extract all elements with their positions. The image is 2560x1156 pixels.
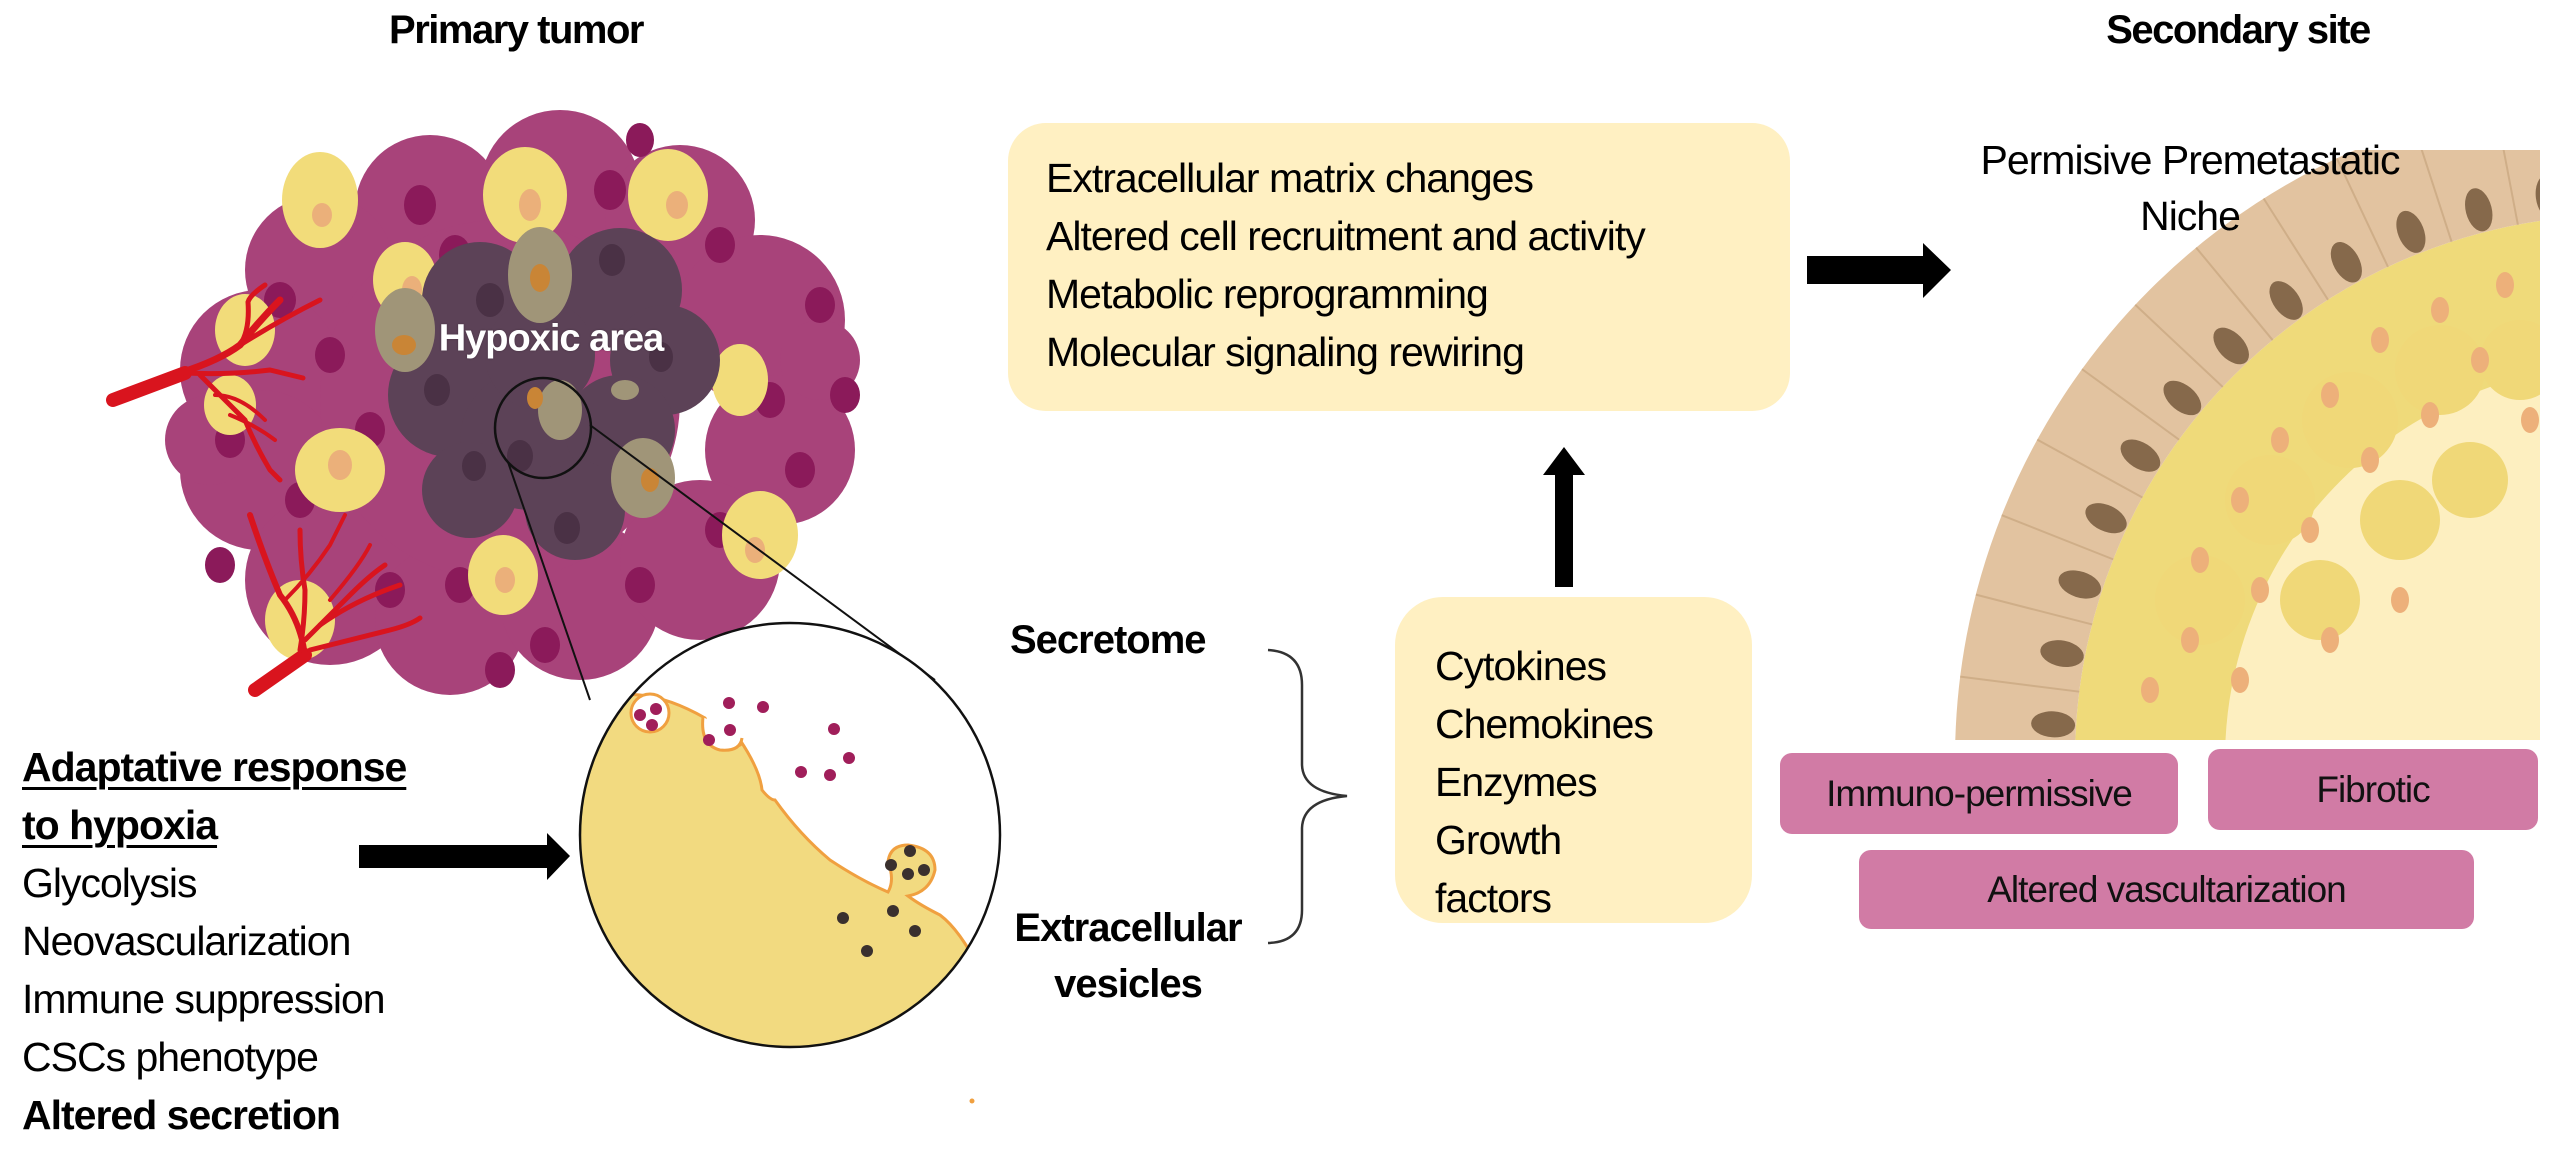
epithelial-cell-border xyxy=(2001,514,2114,561)
epithelial-nucleus xyxy=(2058,570,2102,599)
secondary-site-title: Secondary site xyxy=(2106,8,2371,52)
factor-item: Enzymes xyxy=(1435,759,1598,805)
premetastatic-niche-label: Permisive Premetastatic Niche xyxy=(1980,132,2400,244)
effect-item: Molecular signaling rewiring xyxy=(1046,329,1525,375)
secreted-factors xyxy=(634,697,855,781)
epithelial-nucleus xyxy=(2040,640,2084,667)
feature-fibrotic: Fibrotic xyxy=(2208,749,2538,830)
niche-label-line1: Permisive Premetastatic xyxy=(1980,137,2400,183)
epithelial-cell-border xyxy=(1960,675,2080,693)
premetastatic-niche-tissue xyxy=(1955,150,2540,740)
epithelial-nucleus xyxy=(2396,210,2426,253)
primary-tumor-illustration xyxy=(106,110,936,701)
arrow-up-to-effects xyxy=(1543,447,1585,587)
effect-item: Metabolic reprogramming xyxy=(1046,271,1489,317)
zoom-indicator xyxy=(493,376,936,701)
niche-effects-box: Extracellular matrix changes Altered cel… xyxy=(1008,123,1790,411)
niche-label-line2: Niche xyxy=(2140,193,2241,239)
effect-item: Extracellular matrix changes xyxy=(1046,155,1534,201)
epithelial-nucleus xyxy=(2120,439,2161,472)
feature-altered-vascularization: Altered vascultarization xyxy=(1859,850,2474,929)
extracellular-vesicles-label: Extracellular vesicles xyxy=(1003,900,1253,1012)
adaptive-item: Glycolysis xyxy=(22,860,198,906)
adaptive-item: Neovascularization xyxy=(22,918,351,964)
epithelial-cell-border xyxy=(2262,197,2329,301)
arrow-right-to-membrane xyxy=(359,833,570,880)
epithelial-cell-border xyxy=(2335,157,2389,268)
epithelial-nucleus xyxy=(2213,327,2249,365)
factor-item: Chemokines xyxy=(1435,701,1654,747)
adaptive-item: Immune suppression xyxy=(22,976,386,1022)
hypoxic-region xyxy=(375,227,720,560)
epithelial-cell-border xyxy=(2134,304,2224,388)
epithelial-nucleus xyxy=(2031,711,2076,738)
epithelial-nuclei xyxy=(2031,174,2540,738)
effect-item: Altered cell recruitment and activity xyxy=(1046,213,1646,259)
secretome-label: Secretome xyxy=(1010,618,1207,662)
epithelial-nucleus xyxy=(2085,503,2127,534)
stromal-cells xyxy=(204,147,798,660)
epithelial-cell-border xyxy=(2420,150,2453,242)
hypoxic-area-label: Hypoxic area xyxy=(438,317,665,360)
secreted-factors-box: Cytokines Chemokines Enzymes Growth fact… xyxy=(1395,597,1752,923)
epithelial-cell-border xyxy=(2036,438,2143,499)
epithelial-nucleus xyxy=(2163,380,2202,416)
epithelial-nucleus xyxy=(2269,281,2303,320)
epithelial-nucleus xyxy=(2330,241,2362,283)
curly-bracket xyxy=(1267,648,1348,945)
factor-item: Cytokines xyxy=(1435,643,1607,689)
epithelial-cell-borders xyxy=(1960,150,2519,693)
altered-secretion-label: Altered secretion xyxy=(22,1092,341,1138)
epithelial-cell-border xyxy=(2195,246,2274,341)
adaptive-response-list: Adaptative response to hypoxia Glycolysi… xyxy=(22,738,407,1144)
epithelial-cell-border xyxy=(1975,593,2093,626)
epithelial-cell-border xyxy=(2502,150,2519,225)
extracellular-vesicles-line1: Extracellular xyxy=(1014,906,1242,950)
blood-vessels xyxy=(106,282,423,697)
epithelial-cell-border xyxy=(2081,368,2180,441)
factor-item: Growth xyxy=(1435,817,1562,863)
speck xyxy=(969,1098,975,1104)
adaptive-response-heading-1: Adaptative response xyxy=(22,744,407,790)
arrow-right-to-niche xyxy=(1807,243,1951,298)
adaptive-response-heading-2: to hypoxia xyxy=(22,802,218,848)
factor-item: factors xyxy=(1435,875,1552,921)
primary-tumor-title: Primary tumor xyxy=(389,8,644,52)
adaptive-item: CSCs phenotype xyxy=(22,1034,319,1080)
extracellular-vesicles-line2: vesicles xyxy=(1054,962,1203,1006)
extracellular-vesicle-cargo xyxy=(837,845,930,957)
feature-immuno-permissive: Immuno-permissive xyxy=(1780,753,2178,834)
zoomed-cell-membrane xyxy=(578,621,1002,1049)
epithelial-nucleus xyxy=(2465,188,2493,232)
